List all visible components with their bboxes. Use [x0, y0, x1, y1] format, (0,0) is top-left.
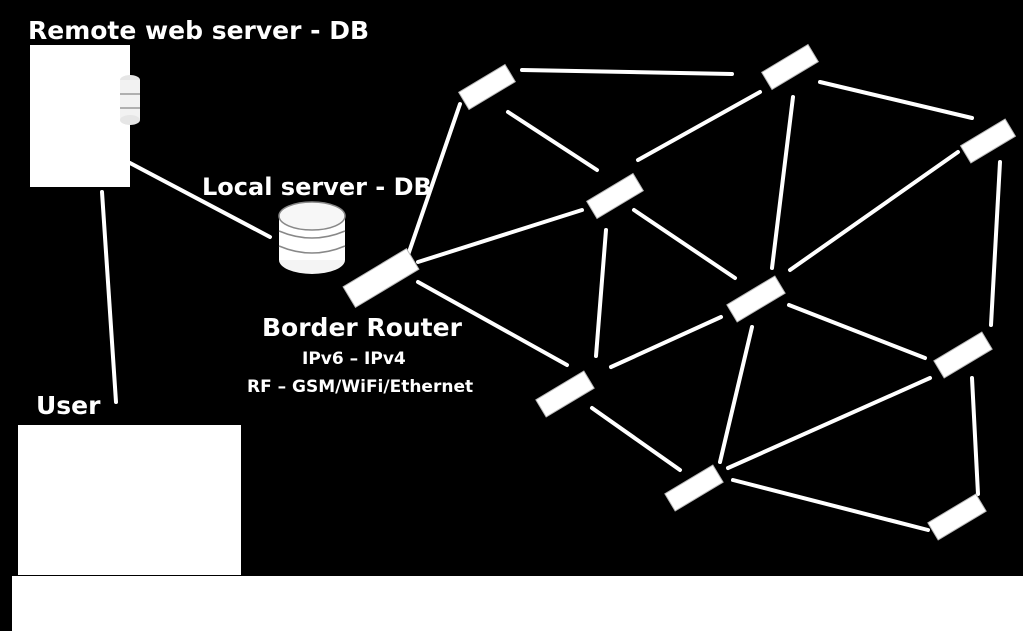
router-node-icon — [535, 370, 595, 418]
link-n6-n8 — [590, 406, 682, 472]
router-node-icon — [458, 63, 516, 111]
link-n5-n6 — [609, 315, 723, 369]
link-n1-n3 — [506, 110, 599, 172]
link-n4-n5 — [788, 150, 960, 272]
local-server-label: Local server - DB — [202, 173, 432, 201]
border-router-label: Border Router — [262, 313, 463, 342]
router-node-icon — [726, 275, 786, 323]
link-border-n1 — [405, 102, 462, 260]
user-label: User — [36, 391, 101, 420]
router-node-icon — [927, 493, 987, 541]
router-node-icon — [586, 172, 644, 220]
router-node-icon — [959, 118, 1017, 164]
router-node-icon — [933, 331, 993, 379]
user-box — [18, 425, 241, 575]
link-border-n6 — [416, 280, 569, 367]
remote-server-box — [30, 45, 130, 187]
link-n8-n9 — [731, 478, 930, 532]
database-icon — [120, 75, 140, 125]
link-remote-user — [100, 190, 118, 404]
database-icon — [278, 201, 346, 274]
link-n3-n5 — [632, 208, 737, 280]
link-n7-n8 — [726, 376, 932, 470]
link-n2-n4 — [818, 80, 974, 120]
link-n3-n6 — [594, 228, 608, 358]
link-n5-n8 — [718, 325, 754, 464]
link-remote-local — [128, 161, 272, 239]
interfaces-label: RF – GSM/WiFi/Ethernet — [247, 377, 473, 397]
router-node-icon — [761, 43, 819, 91]
protocols-label: IPv6 – IPv4 — [302, 349, 406, 369]
link-n2-n5 — [770, 95, 795, 270]
border-router-icon — [342, 247, 420, 309]
link-n1-n2 — [520, 68, 734, 76]
bottom-panel — [12, 576, 1023, 631]
nodes — [342, 43, 1017, 541]
link-border-n3 — [416, 208, 584, 264]
remote-server — [30, 45, 140, 187]
remote-server-label: Remote web server - DB — [28, 16, 369, 45]
link-n7-n9 — [970, 376, 980, 496]
link-n4-n7 — [989, 160, 1002, 327]
links — [100, 68, 1002, 532]
link-n5-n7 — [787, 303, 927, 360]
router-node-icon — [664, 464, 724, 512]
link-n2-n3 — [636, 90, 762, 162]
